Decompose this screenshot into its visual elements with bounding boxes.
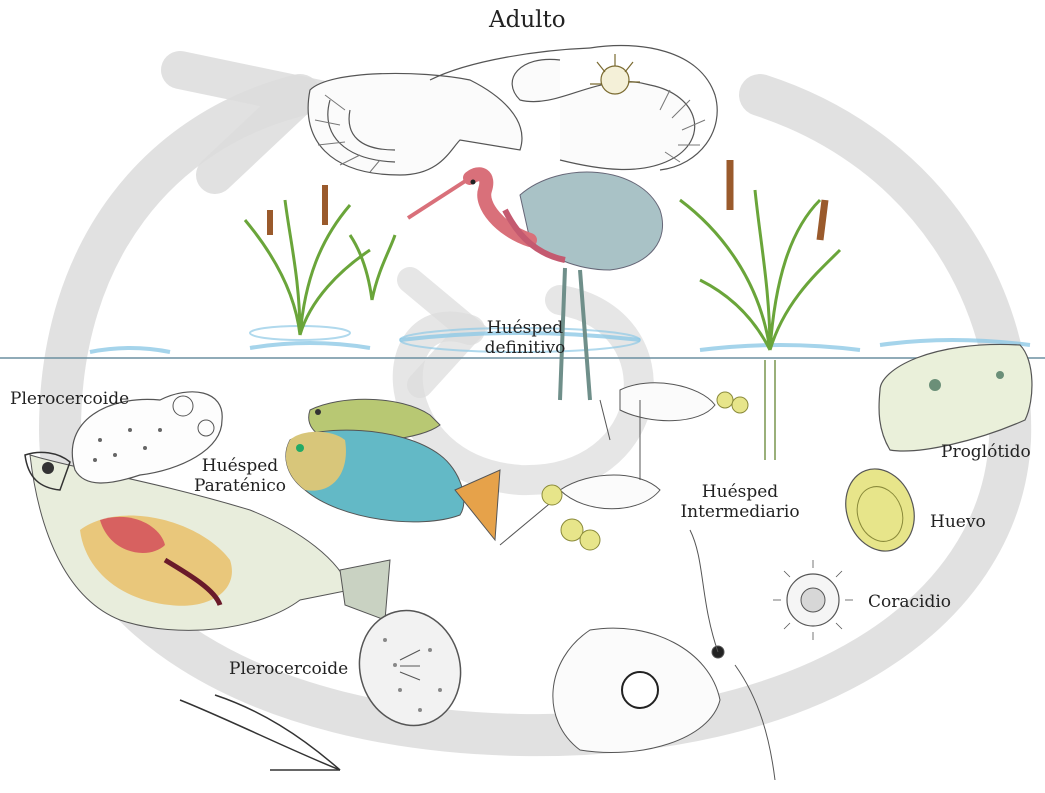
label-plerocercoide-top: Plerocercoide — [10, 389, 129, 409]
label-plerocercoide-bottom: Plerocercoide — [229, 659, 348, 679]
label-coracidio: Coracidio — [868, 592, 951, 612]
label-huesped-intermediario: Huésped Intermediario — [670, 482, 810, 522]
label-huesped-paratenico-line2: Paraténico — [185, 476, 295, 496]
label-huesped-paratenico: Huésped Paraténico — [185, 456, 295, 496]
label-adulto: Adulto — [489, 10, 566, 30]
label-huesped-intermediario-line2: Intermediario — [670, 502, 810, 522]
label-proglotido: Proglótido — [941, 442, 1031, 462]
egg-illustration — [835, 459, 926, 561]
adult-tapeworm-illustration — [308, 45, 717, 175]
label-huesped-definitivo-line2: definitivo — [470, 338, 580, 358]
label-huesped-definitivo-line1: Huésped — [470, 318, 580, 338]
reeds-left — [245, 185, 395, 335]
label-huesped-definitivo: Huésped definitivo — [470, 318, 580, 358]
label-huesped-intermediario-line1: Huésped — [670, 482, 810, 502]
label-huesped-paratenico-line1: Huésped — [185, 456, 295, 476]
reeds-right — [680, 160, 840, 460]
coracidium-illustration — [773, 560, 853, 640]
label-huevo: Huevo — [930, 512, 986, 532]
